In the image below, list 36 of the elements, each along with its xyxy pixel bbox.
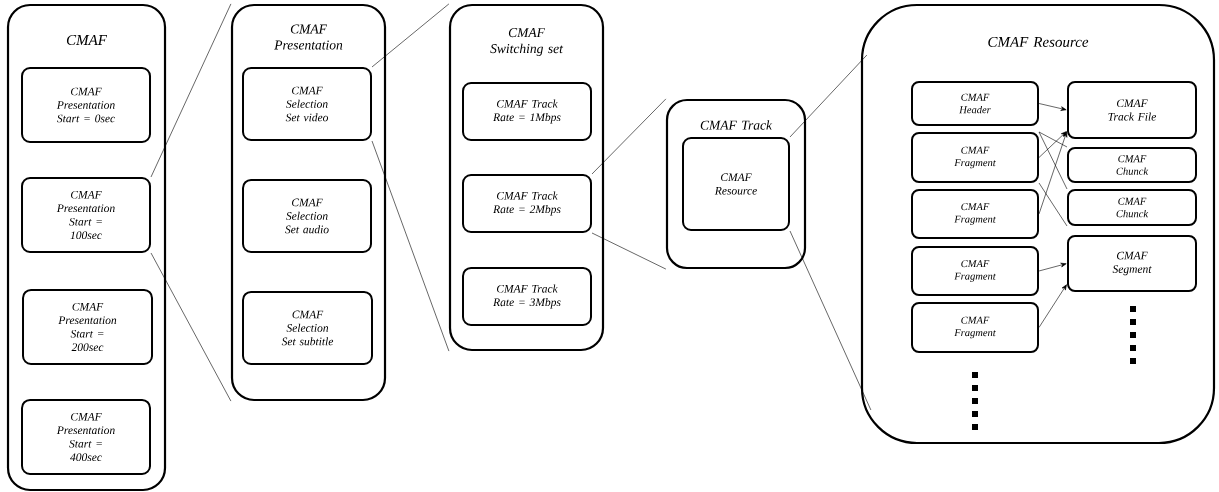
component-box: CMAF Track Rate = 3Mbps (462, 267, 592, 326)
arrow (1038, 131, 1068, 215)
connector-line (150, 252, 232, 402)
arrow (1038, 131, 1067, 158)
connector-line (1038, 182, 1068, 227)
component-box: CMAF Selection Set subtitle (242, 291, 373, 365)
component-box: CMAF Selection Set video (242, 67, 372, 141)
arrow (1038, 284, 1067, 328)
component-box: CMAF Chunck (1067, 147, 1197, 183)
connector-line (789, 54, 868, 138)
component-box: CMAF Fragment (911, 132, 1039, 183)
component-box: CMAF Resource (682, 137, 790, 231)
component-box: CMAF Presentation Start = 0sec (21, 67, 151, 143)
arrow (1038, 262, 1067, 272)
component-box: CMAF Track Rate = 2Mbps (462, 174, 592, 233)
component-box: CMAF Fragment (911, 189, 1039, 239)
connector-line (1038, 131, 1068, 148)
connector-line (371, 3, 450, 68)
component-box: CMAF Track Rate = 1Mbps (462, 82, 592, 141)
component-box: CMAF Track File (1067, 81, 1197, 139)
component-box: CMAF Selection Set audio (242, 179, 372, 253)
component-box: CMAF Header (911, 81, 1039, 126)
component-box: CMAF Presentation Start = 100sec (21, 177, 151, 253)
component-box: CMAF Presentation Start = 400sec (21, 399, 151, 475)
connector-line (789, 230, 872, 411)
component-box: CMAF Fragment (911, 302, 1039, 353)
connector-line (591, 232, 667, 270)
component-box: CMAF Chunck (1067, 189, 1197, 226)
component-box: CMAF Fragment (911, 246, 1039, 296)
arrow (1038, 103, 1067, 111)
component-box: CMAF Presentation Start = 200sec (22, 289, 153, 365)
connector-line (371, 140, 450, 352)
connector-line (150, 3, 232, 178)
component-box: CMAF Segment (1067, 235, 1197, 292)
connector-line (1038, 131, 1068, 190)
connector-line (591, 98, 667, 175)
